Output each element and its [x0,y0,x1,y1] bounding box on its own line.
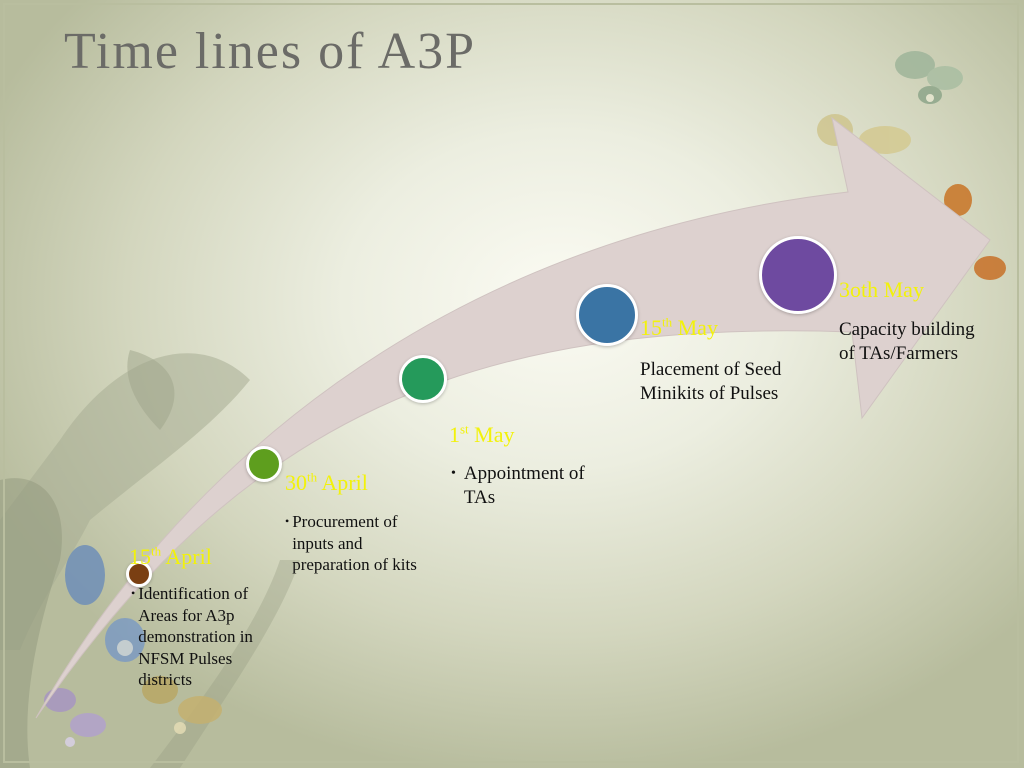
butterfly-icon [895,51,963,104]
milestone-date: 15th April [129,543,212,569]
milestone-dot [126,561,152,587]
milestone-description: Placement of Seed Minikits of Pulses [640,359,782,404]
milestone-dot [759,236,837,314]
page-title: Time lines of A3P [64,23,477,80]
milestone-description: • Procurement of inputs and preparation … [285,512,417,574]
butterfly-icon [44,688,106,747]
milestone-dot [576,284,638,346]
milestone-date: 30th April [285,469,368,495]
vine-shape [150,560,300,768]
leaf-shape [0,353,250,650]
milestone-description: • Appointment of TAs [451,463,585,508]
milestone-description: • Identification of Areas for A3p demons… [131,584,253,689]
milestone-date: 15th May [640,314,718,340]
milestone-date: 1st May [449,421,515,447]
vine-shape [0,478,62,768]
leaf-shape [127,350,175,430]
milestone-dot [399,355,447,403]
milestone-dot [246,446,282,482]
milestone-date: 3oth May [839,277,924,302]
butterfly-icon [142,676,222,734]
butterfly-icon [65,545,145,662]
milestone-description: Capacity building of TAs/Farmers [839,319,975,364]
